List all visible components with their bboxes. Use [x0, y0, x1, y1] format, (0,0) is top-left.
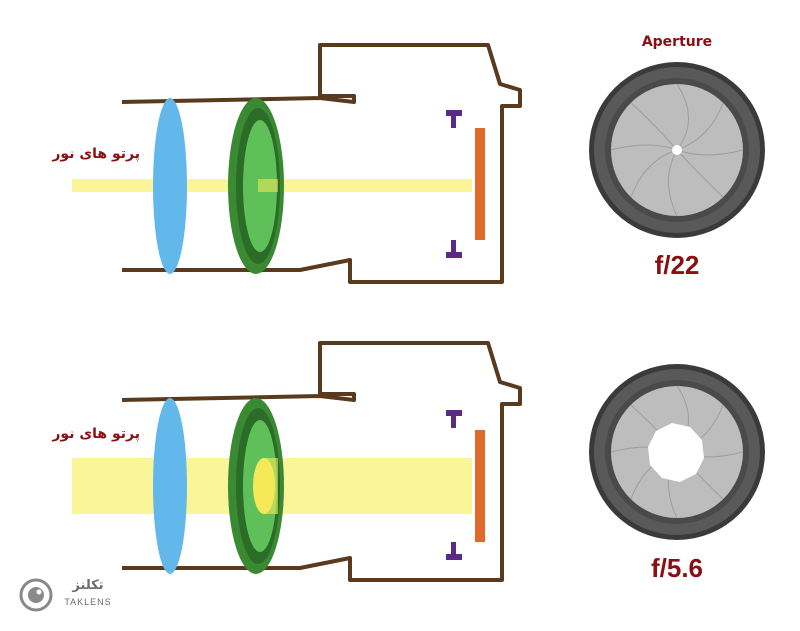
f-number-small-aperture: f/22 [654, 250, 700, 280]
aperture-title: Aperture [641, 34, 713, 50]
light-beam-through-lens [258, 179, 278, 192]
camera-body-outline [121, 43, 522, 284]
light-rays-label-bottom: پرتو های نور [52, 426, 140, 442]
f-number-large-aperture: f/5.6 [650, 553, 704, 583]
light-rays-label-top: پرتو های نور [52, 146, 140, 162]
aperture-opening [672, 145, 682, 155]
camera-diagram-large-aperture [72, 341, 522, 582]
mount-bracket-top [446, 410, 462, 428]
aperture-icon-large [589, 364, 765, 540]
front-lens [153, 398, 187, 574]
camera-body-outline [121, 341, 522, 582]
aperture-opening [648, 423, 704, 482]
image-sensor [475, 128, 485, 240]
front-lens [153, 98, 187, 274]
light-beam-inside [264, 458, 278, 514]
image-sensor [475, 430, 485, 542]
camera-diagram-small-aperture [72, 43, 522, 284]
mount-bracket-top [446, 110, 462, 128]
logo-persian-text: تکلنز [72, 578, 104, 593]
logo-english-text: TAKLENS [64, 597, 112, 607]
mount-bracket-bottom [446, 542, 462, 560]
aperture-icon-small [589, 62, 765, 238]
mount-bracket-bottom [446, 240, 462, 258]
taklens-logo-mark [19, 578, 53, 612]
